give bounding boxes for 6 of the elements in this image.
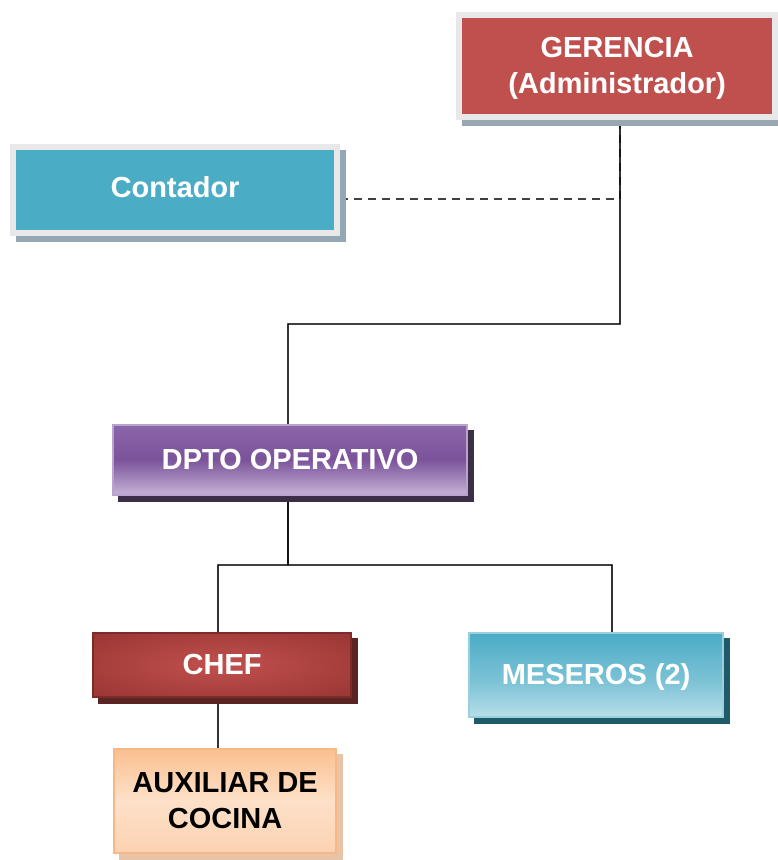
box-title: Contador	[110, 171, 240, 206]
box-title: GERENCIA (Administrador)	[507, 30, 727, 102]
box-title: AUXILIAR DE COCINA	[131, 766, 319, 837]
box-title: DPTO OPERATIVO	[162, 442, 418, 478]
box-title: CHEF	[182, 648, 262, 683]
box-title: MESEROS (2)	[502, 658, 690, 693]
